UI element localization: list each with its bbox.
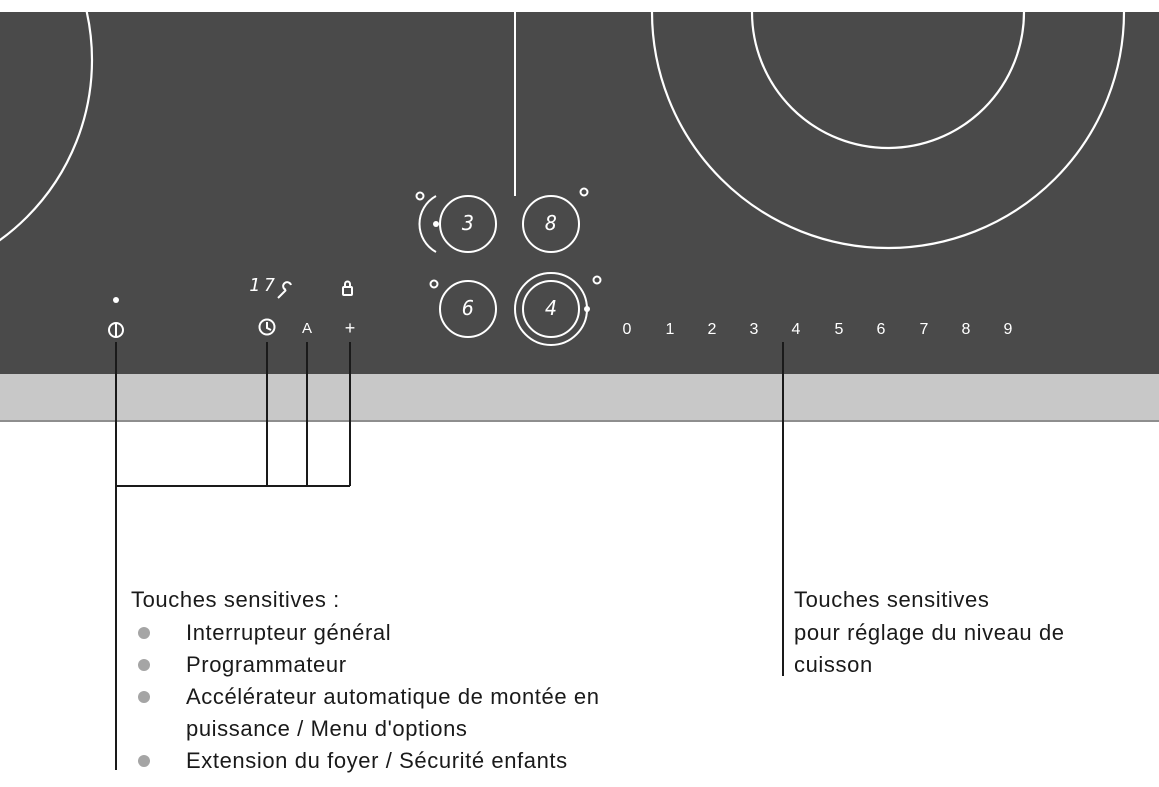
right-cooking-zone-outer <box>650 12 1126 250</box>
right-callout-line: pour réglage du niveau de <box>794 620 1065 645</box>
power-level-8[interactable]: 8 <box>961 321 971 338</box>
right-callout-line: Touches sensitives <box>794 587 990 612</box>
zone-control-6 <box>439 280 497 338</box>
power-level-2[interactable]: 2 <box>707 321 717 338</box>
timer-display: 17 <box>249 275 279 296</box>
heat-indicator-icon <box>579 187 589 197</box>
power-level-6[interactable]: 6 <box>876 321 886 338</box>
zone-3-extension-arc <box>418 195 437 253</box>
heat-indicator-icon <box>429 279 439 289</box>
power-level-3[interactable]: 3 <box>749 321 759 338</box>
power-level-4[interactable]: 4 <box>791 321 801 338</box>
right-callout-line: cuisson <box>794 652 873 677</box>
clock-icon <box>258 318 276 336</box>
wrench-icon <box>277 281 292 299</box>
heat-indicator-icon <box>415 191 425 201</box>
power-level-0[interactable]: 0 <box>622 321 632 338</box>
list-bullet <box>138 627 150 639</box>
indicator-dot <box>113 297 119 303</box>
left-cooking-zone <box>0 12 94 242</box>
heat-indicator-icon <box>592 275 602 285</box>
power-level-9[interactable]: 9 <box>1003 321 1013 338</box>
list-item: Accélérateur automatique de montée en <box>186 684 600 709</box>
list-bullet <box>138 755 150 767</box>
lock-icon <box>342 286 353 296</box>
right-cooking-zone-inner <box>750 12 1026 150</box>
power-level-5[interactable]: 5 <box>834 321 844 338</box>
auto-key[interactable]: A <box>301 320 312 337</box>
power-level-1[interactable]: 1 <box>665 321 675 338</box>
plus-key[interactable]: + <box>344 318 356 338</box>
zone-control-3 <box>439 195 497 253</box>
zone-control-4 <box>522 280 580 338</box>
zone-4-display: 4 <box>544 296 558 320</box>
zone-control-8 <box>522 195 580 253</box>
power-level-7[interactable]: 7 <box>919 321 929 338</box>
list-item: Extension du foyer / Sécurité enfants <box>186 748 568 773</box>
zone-8-display: 8 <box>544 211 558 235</box>
power-icon <box>108 322 124 338</box>
left-callout-heading: Touches sensitives : <box>131 587 340 612</box>
hob-frame <box>0 374 1159 422</box>
list-bullet <box>138 659 150 671</box>
zone-3-display: 3 <box>461 211 475 235</box>
list-item: Interrupteur général <box>186 620 392 645</box>
list-item-continuation: puissance / Menu d'options <box>186 716 468 741</box>
zone-6-display: 6 <box>461 296 475 320</box>
list-bullet <box>138 691 150 703</box>
list-item: Programmateur <box>186 652 347 677</box>
